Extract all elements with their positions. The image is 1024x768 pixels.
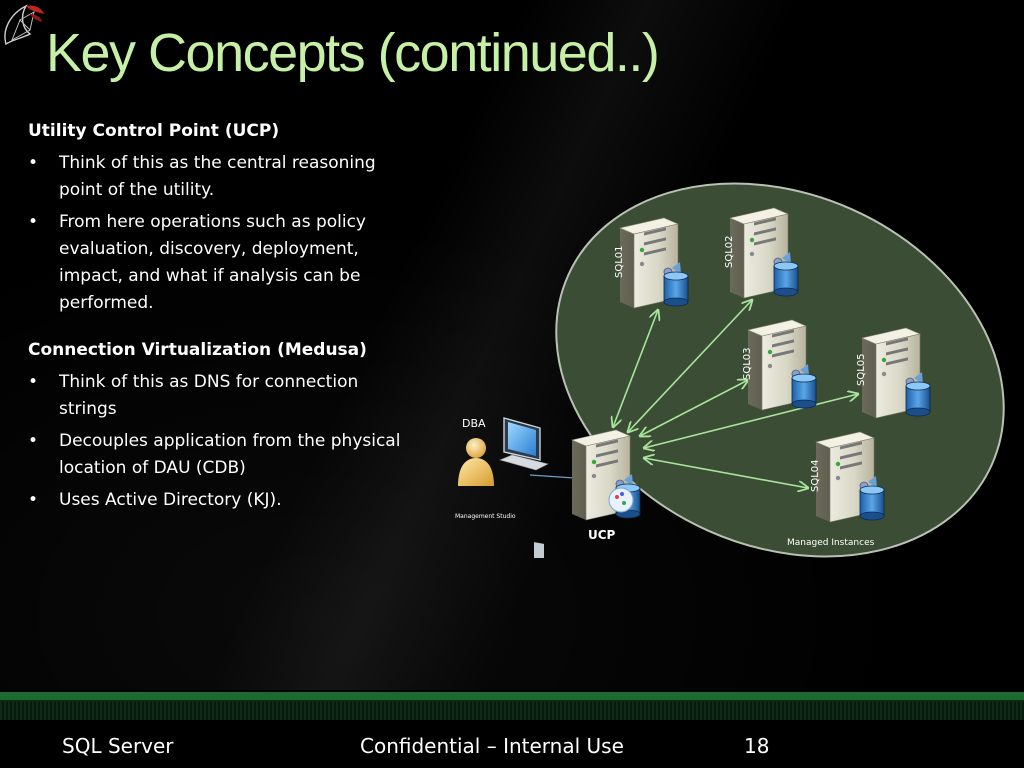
section-heading-ucp: Utility Control Point (UCP) [28,121,280,141]
list-item: • Decouples application from the physical… [28,428,418,482]
list-item: • Think of this as the central reasoning … [28,150,418,204]
utility-diagram: SQL01 SQL02 SQL03 SQL05 SQL04 DBA Manage… [455,182,1005,558]
arrow-sql05 [644,394,858,448]
bullet-list-ucp: • Think of this as the central reasoning … [28,150,418,317]
sql-server-logo-icon [4,4,44,46]
connection-arrows [613,300,858,488]
server-label-sql01: SQL01 [614,245,625,278]
footer-accent-band [0,692,1024,700]
bullet-glyph: • [28,212,39,232]
computer-icon [499,417,549,558]
bullet-text: Uses Active Directory (KJ). [59,490,282,510]
footer-divider [0,700,1024,702]
list-item: • From here operations such as policy eva… [28,209,418,317]
section-heading-connection-virtualization: Connection Virtualization (Medusa) [28,340,367,360]
content-column: Utility Control Point (UCP) • Think of th… [28,118,418,519]
bullet-glyph: • [28,431,39,451]
bullet-text: Decouples application from the physical … [59,431,401,478]
list-item: • Think of this as DNS for connection str… [28,369,418,423]
server-sql05-icon [861,327,931,419]
server-label-sql02: SQL02 [724,235,735,268]
server-label-sql03: SQL03 [742,347,753,380]
server-sql04-icon [815,431,885,523]
bullet-glyph: • [28,372,39,392]
server-label-sql04: SQL04 [810,459,821,492]
ucp-server-icon [571,429,641,521]
bullet-text: Think of this as the central reasoning p… [59,153,376,200]
dba-ucp-connector [529,474,575,479]
bullet-glyph: • [28,490,39,510]
arrow-sql04 [644,458,808,488]
bullet-text: From here operations such as policy eval… [59,212,366,313]
footer-product: SQL Server [62,734,174,758]
management-studio-label: Management Studio [455,513,516,520]
server-sql03-icon [747,319,817,411]
dba-label: DBA [462,417,486,430]
footer-confidential: Confidential – Internal Use [360,734,624,758]
list-item: • Uses Active Directory (KJ). [28,487,418,514]
bullet-glyph: • [28,153,39,173]
bullet-list-connection-virtualization: • Think of this as DNS for connection str… [28,369,418,514]
footer-texture-band [0,702,1024,720]
server-sql02-icon [729,207,799,299]
server-sql01-icon [619,217,689,309]
managed-instances-label: Managed Instances [787,538,875,548]
page-number: 18 [744,734,770,758]
dba-user-icon [458,438,494,486]
bullet-text: Think of this as DNS for connection stri… [59,372,359,419]
server-label-sql05: SQL05 [856,353,867,386]
page-title: Key Concepts (continued..) [46,23,660,83]
ucp-label: UCP [588,528,616,542]
